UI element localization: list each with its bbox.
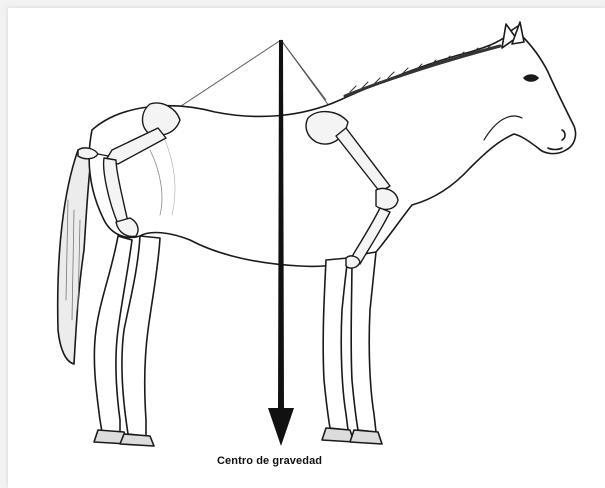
diagram-caption: Centro de gravedad bbox=[217, 455, 322, 467]
guide-lines bbox=[172, 40, 332, 112]
body-outline bbox=[89, 26, 575, 266]
fore-leg-far bbox=[323, 258, 348, 430]
eye bbox=[524, 75, 538, 81]
hoof bbox=[322, 428, 354, 442]
hoof bbox=[350, 430, 382, 444]
hoof bbox=[120, 434, 154, 446]
fore-leg-near bbox=[351, 252, 376, 432]
tail bbox=[58, 150, 92, 364]
